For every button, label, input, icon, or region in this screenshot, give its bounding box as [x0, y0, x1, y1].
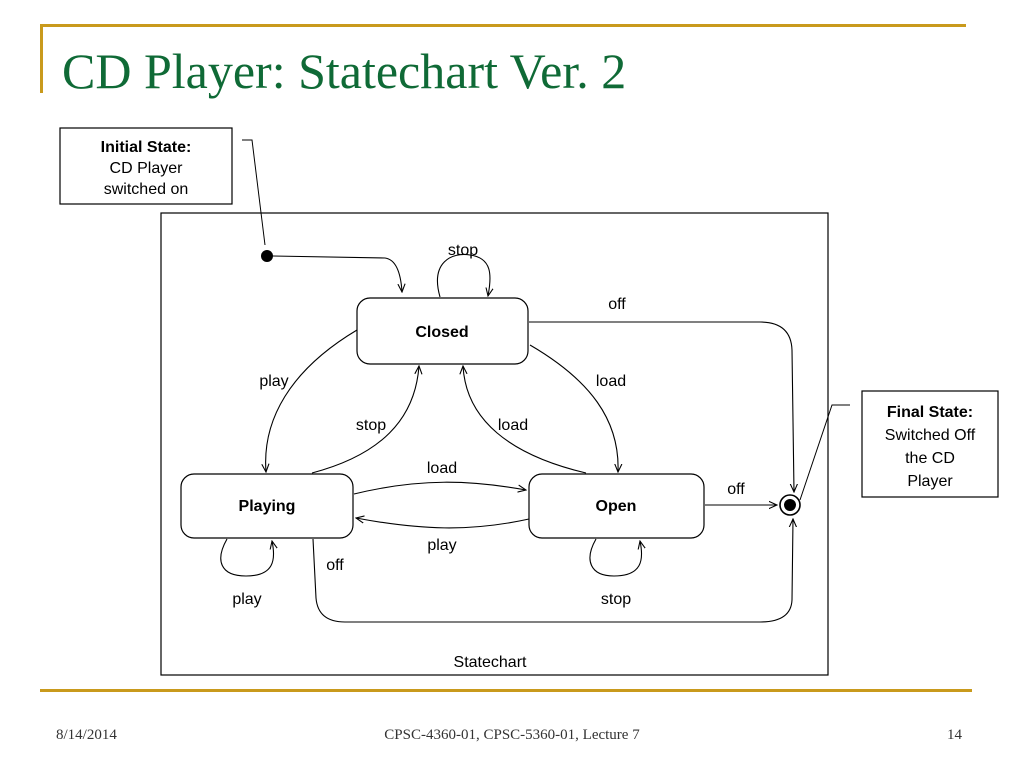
transition-playing-load	[353, 481, 526, 495]
title-accent-horizontal	[40, 24, 966, 27]
footer-course: CPSC-4360-01, CPSC-5360-01, Lecture 7	[384, 727, 640, 743]
slide-title: CD Player: Statechart Ver. 2	[62, 43, 627, 99]
label-playing-play-self: play	[232, 591, 261, 608]
label-open-load: load	[498, 417, 528, 434]
transition-closed-play	[266, 329, 358, 472]
transition-closed-off	[529, 321, 794, 492]
state-playing	[180, 473, 354, 539]
statechart-frame	[160, 212, 829, 676]
initial-callout-title: Initial State:	[101, 139, 192, 156]
label-closed-load: load	[596, 373, 626, 390]
transition-open-play	[356, 518, 530, 529]
label-closed-stop-self: stop	[448, 242, 478, 259]
label-playing-stop: stop	[356, 417, 386, 434]
initial-callout-line1: CD Player	[110, 160, 184, 177]
label-playing-load: load	[427, 460, 457, 477]
final-callout-line2: the CD	[905, 450, 955, 467]
transition-playing-stop	[311, 366, 419, 474]
transition-playing-off	[312, 519, 793, 623]
transition-closed-stop-self	[437, 253, 490, 297]
transition-playing-play-self	[220, 538, 274, 577]
initial-state-dot	[261, 250, 273, 262]
initial-callout-pointer	[242, 139, 266, 246]
state-playing-label: Playing	[239, 498, 296, 515]
initial-callout-line2: switched on	[104, 181, 189, 198]
final-state-callout	[861, 390, 999, 498]
transition-open-stop-self	[589, 538, 642, 577]
initial-state-callout	[59, 127, 233, 205]
transition-closed-load	[529, 344, 618, 472]
state-open-label: Open	[596, 498, 637, 515]
final-callout-pointer	[799, 404, 850, 501]
label-playing-off: off	[326, 557, 344, 574]
final-callout-line1: Switched Off	[885, 427, 976, 444]
footer-rule	[40, 689, 972, 692]
state-closed-label: Closed	[415, 324, 468, 341]
label-open-stop-self: stop	[601, 591, 631, 608]
label-closed-play: play	[259, 373, 288, 390]
footer-date: 8/14/2014	[56, 727, 117, 743]
page-number: 14	[947, 727, 962, 743]
final-callout-title: Final State:	[887, 404, 973, 421]
label-open-play: play	[427, 537, 456, 554]
final-state-dot	[784, 499, 796, 511]
state-open	[528, 473, 705, 539]
frame-label: Statechart	[454, 654, 527, 671]
label-open-off: off	[727, 481, 745, 498]
final-callout-line3: Player	[907, 473, 953, 490]
initial-transition	[272, 255, 402, 292]
state-closed	[356, 297, 529, 365]
label-closed-off: off	[608, 296, 626, 313]
title-accent-vertical	[40, 25, 43, 93]
transition-open-load	[463, 366, 587, 474]
